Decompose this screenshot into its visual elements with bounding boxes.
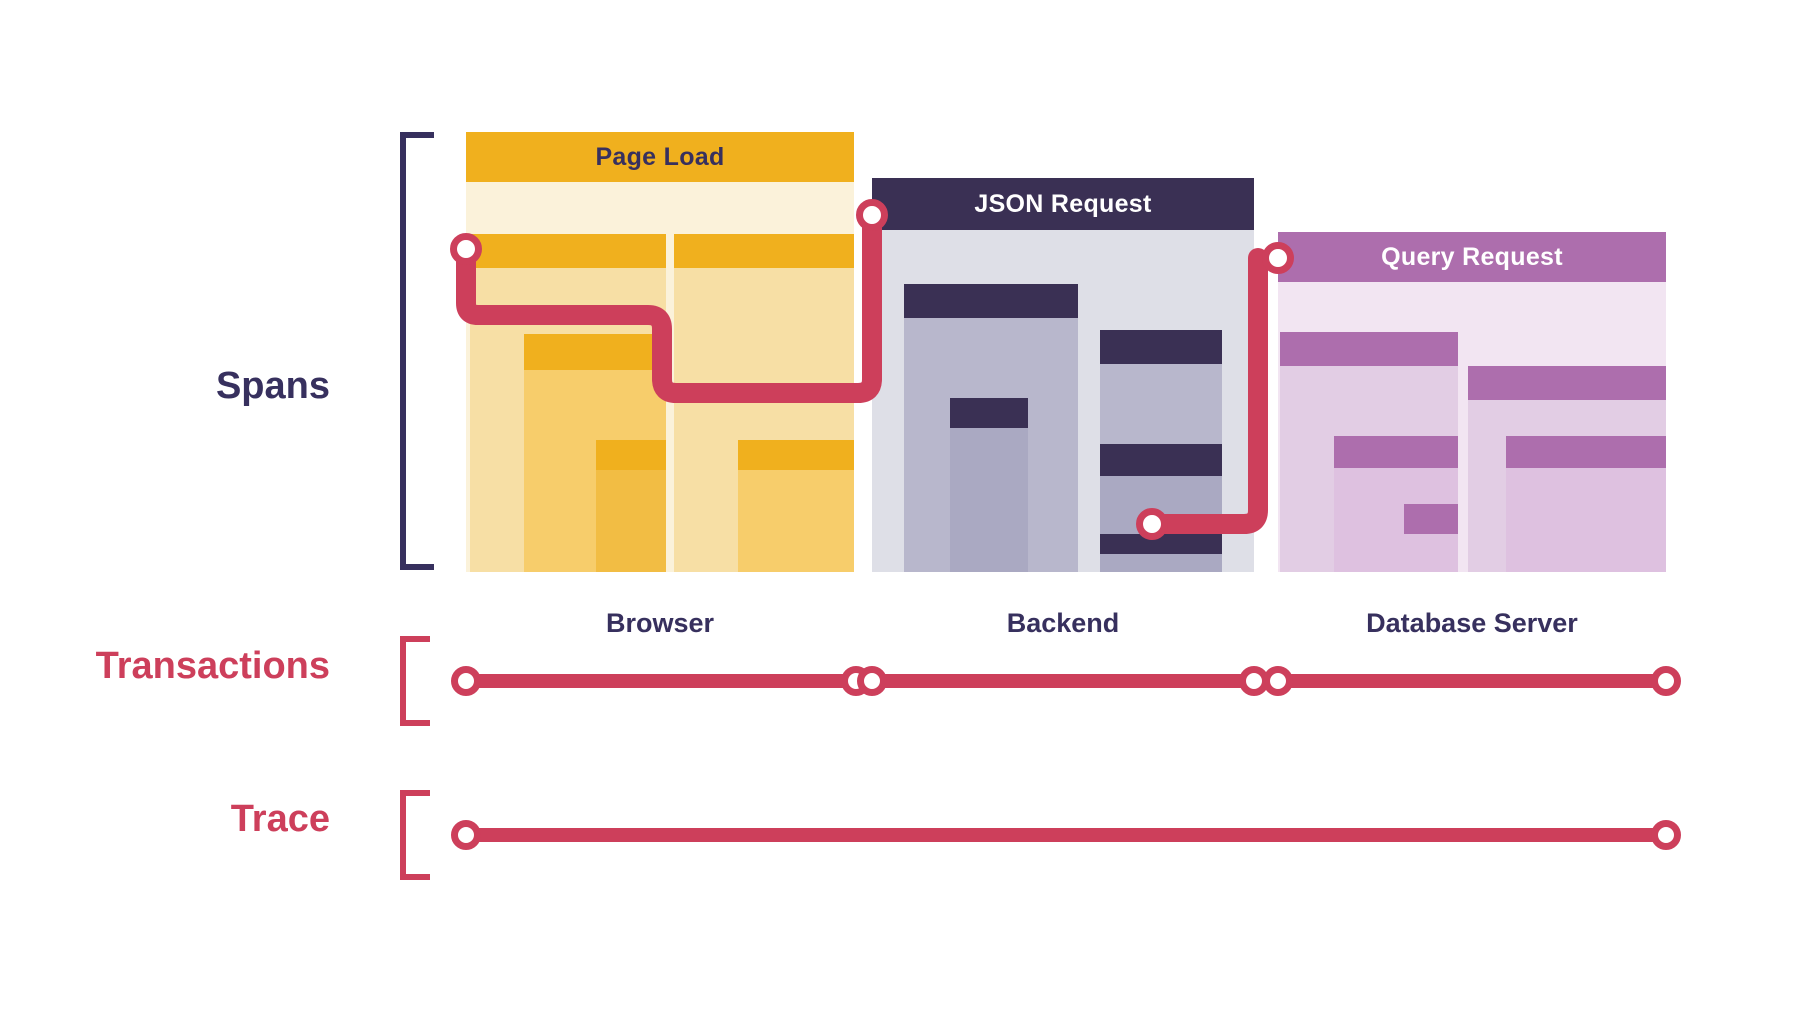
trace-bracket xyxy=(400,790,430,880)
span-backend-leaf-b1a[interactable] xyxy=(1100,534,1222,572)
span-header-db-grandchild-a1 xyxy=(1334,436,1458,468)
span-header-db-leaf-a1a xyxy=(1404,504,1458,534)
service-caption-browser: Browser xyxy=(605,608,715,638)
span-header-page-load xyxy=(466,132,854,182)
spans-bracket xyxy=(400,132,434,570)
span-header-backend-grandchild-a1 xyxy=(950,398,1028,428)
connector-node-backend-db-call[interactable] xyxy=(1136,508,1168,540)
span-db-grandchild-b1[interactable] xyxy=(1506,436,1666,572)
span-header-browser-child-b xyxy=(674,234,854,268)
transaction-bar-browser xyxy=(466,674,856,688)
span-body-db-grandchild-b1 xyxy=(1506,468,1666,572)
span-body-db-leaf-a1a xyxy=(1404,534,1458,572)
connector-node-database-start[interactable] xyxy=(1262,242,1294,274)
service-caption-backend: Backend xyxy=(1006,608,1120,638)
span-header-browser-leaf-b1 xyxy=(738,440,854,470)
transactions-row-label: Transactions xyxy=(95,645,330,687)
span-body-backend-grandchild-a1 xyxy=(950,428,1028,572)
span-browser-leaf-b1[interactable] xyxy=(738,440,854,572)
span-header-backend-child-a xyxy=(904,284,1078,318)
span-body-browser-leaf-a1a xyxy=(596,470,666,572)
transaction-bar-database xyxy=(1278,674,1666,688)
span-header-backend-leaf-b1a xyxy=(1100,534,1222,554)
spans-row-label: Spans xyxy=(215,365,330,407)
service-panel-browser: Page Load xyxy=(466,132,854,572)
span-header-query-request xyxy=(1278,232,1666,282)
transaction-segment-backend[interactable] xyxy=(857,660,1269,702)
trace-end-node[interactable] xyxy=(1651,820,1681,850)
connector-node-browser-start[interactable] xyxy=(450,233,482,265)
connector-node-backend-start[interactable] xyxy=(856,199,888,231)
span-header-browser-child-a xyxy=(470,234,666,268)
panel-title-query-request: Query Request xyxy=(1381,242,1563,271)
span-backend-grandchild-a1[interactable] xyxy=(950,398,1028,572)
panel-title-json-request: JSON Request xyxy=(974,189,1152,218)
span-body-browser-leaf-b1 xyxy=(738,470,854,572)
panel-title-page-load: Page Load xyxy=(595,142,725,171)
transaction-start-node-backend[interactable] xyxy=(857,666,887,696)
transaction-segment-database[interactable] xyxy=(1263,660,1681,702)
service-caption-database: Database Server xyxy=(1366,608,1578,638)
trace-start-node[interactable] xyxy=(451,820,481,850)
service-panel-database: Query Request xyxy=(1278,232,1666,572)
transaction-start-node-browser[interactable] xyxy=(451,666,481,696)
transaction-end-node-database[interactable] xyxy=(1651,666,1681,696)
transactions-bracket xyxy=(400,636,430,726)
trace-row-label: Trace xyxy=(230,798,330,840)
span-header-backend-child-b xyxy=(1100,330,1222,364)
transaction-segment-browser[interactable] xyxy=(451,660,871,702)
span-header-db-grandchild-b1 xyxy=(1506,436,1666,468)
span-header-browser-leaf-a1a xyxy=(596,440,666,470)
span-header-backend-grandchild-b1 xyxy=(1100,444,1222,476)
span-header-db-child-b xyxy=(1468,366,1666,400)
span-header-db-child-a xyxy=(1280,332,1458,366)
trace-rail[interactable] xyxy=(451,814,1681,856)
transaction-start-node-database[interactable] xyxy=(1263,666,1293,696)
span-db-leaf-a1a[interactable] xyxy=(1404,504,1458,572)
transaction-bar-backend xyxy=(872,674,1254,688)
span-header-json-request xyxy=(872,178,1254,230)
trace-bar xyxy=(466,828,1666,842)
span-header-browser-grandchild-a1 xyxy=(524,334,666,370)
span-browser-leaf-a1a[interactable] xyxy=(596,440,666,572)
span-body-backend-leaf-b1a xyxy=(1100,554,1222,572)
service-panel-backend: JSON Request xyxy=(872,178,1254,572)
